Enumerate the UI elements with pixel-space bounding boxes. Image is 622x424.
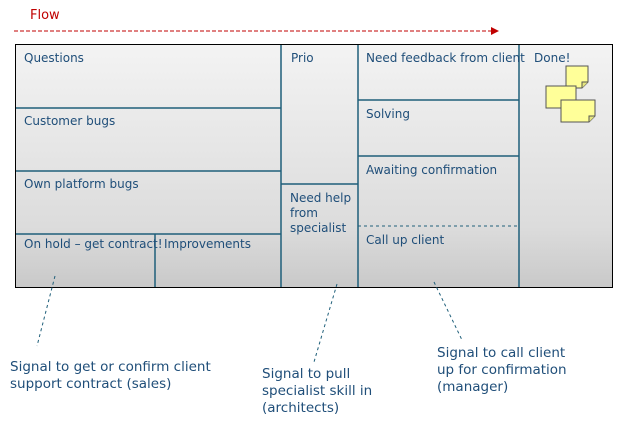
column-questions: Questions (24, 51, 84, 65)
leader-manager (433, 281, 463, 341)
column-call-up-client: Call up client (366, 233, 445, 247)
leader-architects (313, 283, 338, 363)
sticky-notes (545, 65, 596, 123)
note-architects: Signal to pull specialist skill in (arch… (262, 366, 373, 416)
note-sales: Signal to get or confirm client support … (10, 359, 211, 392)
column-done: Done! (534, 51, 571, 65)
flow-label: Flow (30, 8, 60, 23)
column-need-help: Need help from specialist (290, 191, 352, 235)
column-on-hold: On hold – get contract! (24, 237, 163, 251)
column-prio: Prio (291, 51, 314, 65)
column-need-feedback: Need feedback from client (366, 51, 525, 65)
kanban-board (15, 44, 613, 288)
column-own-platform-bugs: Own platform bugs (24, 177, 139, 191)
column-solving: Solving (366, 107, 410, 121)
leader-sales (36, 275, 56, 347)
note-manager: Signal to call client up for confirmatio… (437, 345, 567, 395)
column-customer-bugs: Customer bugs (24, 114, 116, 128)
column-improvements: Improvements (164, 237, 251, 251)
column-awaiting-confirmation: Awaiting confirmation (366, 163, 498, 177)
